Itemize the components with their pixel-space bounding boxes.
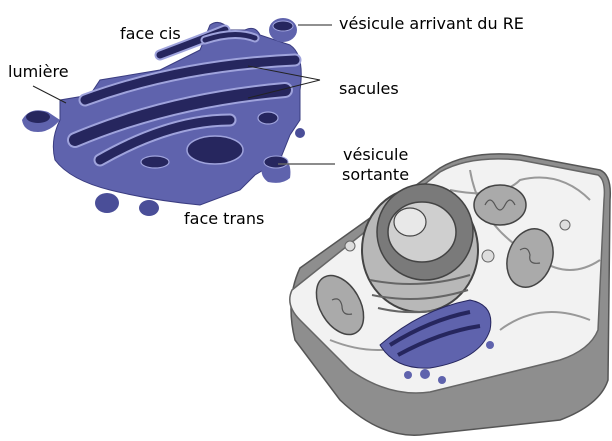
label-lumiere: lumière [8,62,69,81]
nucleus [361,183,479,314]
cell-illustration [289,153,612,436]
mitochondria [315,184,554,336]
label-face-trans: face trans [184,209,265,228]
label-vesicule-arrivant: vésicule arrivant du RE [339,14,524,33]
golgi-apparatus [22,18,305,216]
vesicle-outgoing [261,155,291,183]
label-vesicule-sortante-line1: vésicule [343,145,409,164]
label-vesicule-sortante-line2: sortante [342,165,410,184]
vesicle-arriving [269,18,297,42]
cell-golgi [379,299,494,384]
leader-lines [32,24,335,165]
label-face-cis: face cis [120,24,181,43]
label-sacules: sacules [339,79,399,98]
